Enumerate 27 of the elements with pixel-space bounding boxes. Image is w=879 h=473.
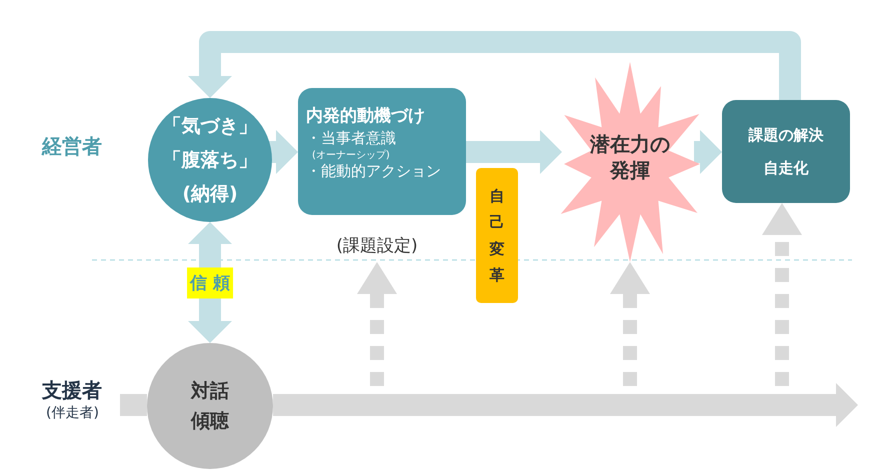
node-text: (納得)	[182, 182, 238, 207]
node-text: 課題の解決	[748, 126, 824, 144]
note-text: (課題設定)	[318, 230, 436, 262]
node-text: 自己変革	[490, 186, 504, 286]
node-text: 「気づき」	[162, 114, 258, 139]
node-text: 潜在力の発揮	[589, 131, 671, 183]
node-text: 「腹落ち」	[162, 148, 258, 173]
node-text: ・能動的アクション	[306, 162, 441, 181]
edge-label: 信 頼	[187, 267, 233, 298]
connector-line	[120, 394, 147, 416]
node-text: 対話	[191, 379, 229, 404]
vertical-label-box	[476, 168, 518, 303]
block-arrow	[694, 130, 722, 174]
node-text: 自走化	[764, 158, 808, 178]
process-box	[298, 88, 466, 215]
block-arrow	[466, 130, 562, 174]
row-heading: 支援者	[42, 377, 102, 404]
result-box	[722, 100, 850, 203]
node-text: ・当事者意識	[306, 129, 396, 148]
block-arrow	[273, 383, 858, 427]
node-text: 傾聴	[191, 409, 229, 434]
node-text: (オーナーシップ)	[312, 148, 390, 162]
row-subheading: (伴走者)	[46, 404, 99, 422]
block-arrow	[188, 222, 232, 343]
block-arrow	[188, 31, 801, 100]
box-heading: 内発的動機づけ	[306, 105, 425, 127]
row-heading: 経営者	[42, 133, 102, 160]
